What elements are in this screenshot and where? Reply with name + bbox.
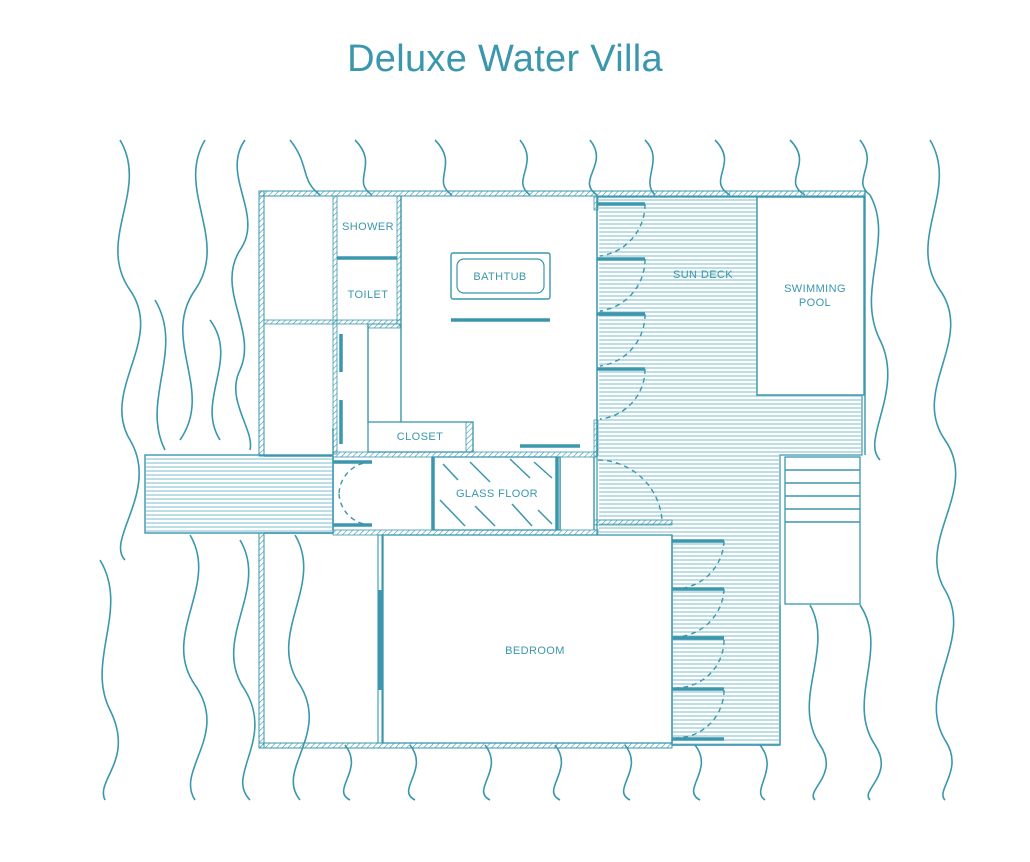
label-sun-deck: SUN DECK [673, 269, 733, 281]
diagram-title: Deluxe Water Villa [347, 38, 663, 80]
label-toilet: TOILET [348, 289, 389, 301]
stairs [784, 456, 861, 605]
label-bathtub: BATHTUB [473, 271, 526, 283]
label-closet: CLOSET [397, 431, 443, 443]
water-waves [99, 139, 957, 801]
deck-doors [597, 202, 725, 741]
label-swimming: SWIMMING [784, 283, 846, 295]
entry-doors [333, 460, 373, 527]
sun-deck-area [596, 196, 863, 746]
label-shower: SHOWER [342, 221, 394, 233]
entry-dock [144, 454, 334, 534]
label-pool: POOL [799, 297, 831, 309]
label-glass-floor: GLASS FLOOR [456, 488, 538, 500]
swimming-pool [756, 196, 865, 396]
bathtub [450, 252, 551, 322]
interior-walls [263, 195, 673, 745]
label-bedroom: BEDROOM [505, 645, 565, 657]
glass-floor [431, 456, 561, 531]
